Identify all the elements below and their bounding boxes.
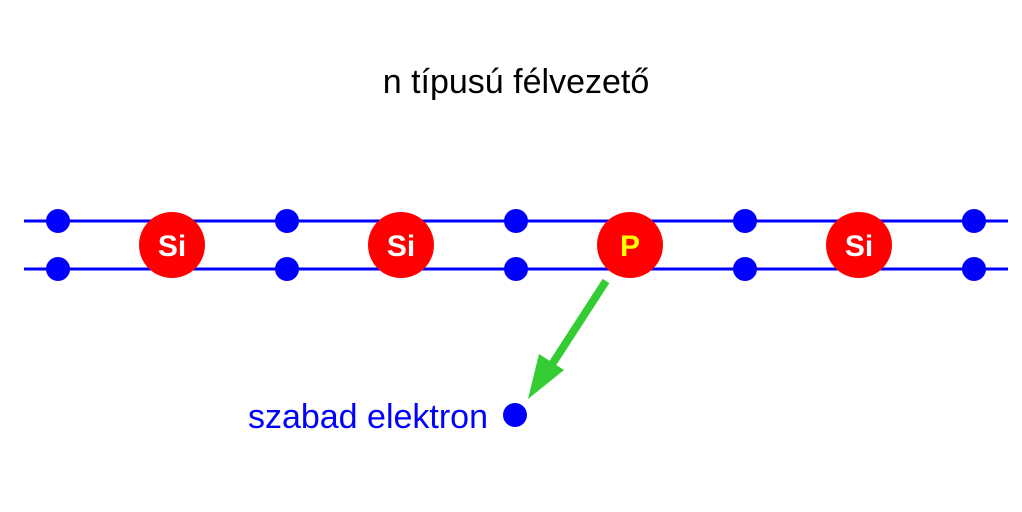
atom-circle (368, 212, 434, 278)
bond-electron (962, 257, 986, 281)
phosphorus-atom: P (597, 212, 663, 278)
bond-electron (275, 257, 299, 281)
bond-electrons (46, 209, 986, 281)
atom-label: P (620, 230, 640, 263)
bond-electron (46, 209, 70, 233)
silicon-atom: Si (826, 212, 892, 278)
bond-electron (504, 257, 528, 281)
atom-circle (139, 212, 205, 278)
atom-label: Si (387, 230, 415, 263)
bond-electron (733, 209, 757, 233)
bond-electron (275, 209, 299, 233)
free-electron-label: szabad elektron (248, 398, 488, 436)
bond-electron (504, 209, 528, 233)
lattice-atoms: Si Si P Si (139, 212, 892, 278)
arrow-head (528, 354, 564, 399)
silicon-atom: Si (139, 212, 205, 278)
silicon-atom: Si (368, 212, 434, 278)
diagram-title: n típusú félvezető (383, 63, 650, 101)
atom-circle (826, 212, 892, 278)
arrow-shaft (545, 278, 610, 372)
bond-electron (962, 209, 986, 233)
atom-circle (597, 212, 663, 278)
bond-electron (733, 257, 757, 281)
bond-electron (46, 257, 70, 281)
atom-label: Si (158, 230, 186, 263)
free-electron (503, 403, 527, 427)
atom-label: Si (845, 230, 873, 263)
